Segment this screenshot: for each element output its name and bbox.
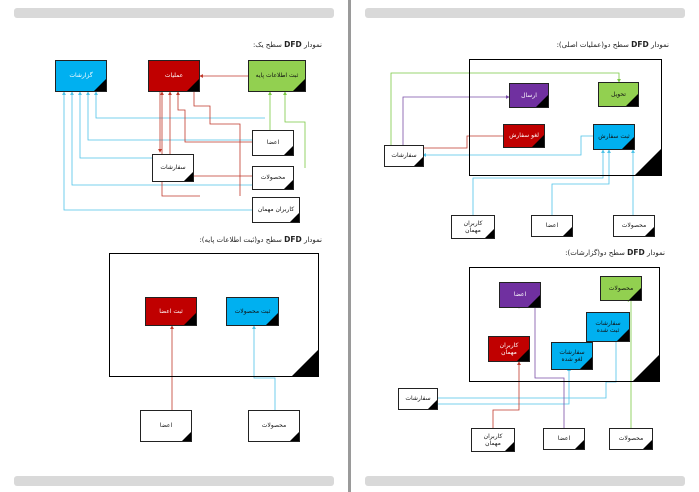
right-page-flows xyxy=(390,72,635,428)
products-report-process: محصولات xyxy=(600,276,642,301)
diagram3-title: نمودار DFD سطح دو(عملیات اصلی): xyxy=(556,40,669,49)
guest-users-entity-3: کاربران مهمان xyxy=(451,215,495,239)
page-torn-edge-bottom xyxy=(365,476,685,486)
diagram2-frame xyxy=(109,253,319,377)
guest-users-report-process: کاربران مهمان xyxy=(488,336,530,362)
guest-users-entity: کاربران مهمان xyxy=(252,197,300,223)
products-entity-3: محصولات xyxy=(613,215,655,237)
cancel-order-process: لغو سفارش xyxy=(503,124,545,148)
diagram3-frame xyxy=(469,59,662,176)
guest-users-entity-4: کاربران مهمان xyxy=(471,428,515,452)
members-entity-2: اعضا xyxy=(140,410,192,442)
diagram4-title: نمودار DFD سطح دو(گزارشات): xyxy=(565,248,665,257)
page-torn-edge-bottom xyxy=(14,476,334,486)
diagram2-title: نمودار DFD سطح دو(ثبت اطلاعات پایه): xyxy=(199,235,322,244)
orders-entity-4: سفارشات xyxy=(398,388,438,410)
diagram1-flows xyxy=(62,74,306,410)
register-order-process: ثبت سفارش xyxy=(593,124,635,150)
left-page: نمودار DFD سطح یک: گزارشات xyxy=(0,0,348,492)
orders-entity: سفارشات xyxy=(152,154,194,182)
diagram4-frame xyxy=(469,267,660,382)
registered-orders-process: سفارشات ثبت شده xyxy=(586,312,630,342)
register-info-process: ثبت اطلاعات پایه xyxy=(248,60,306,92)
send-process: ارسال xyxy=(509,83,549,108)
page-torn-edge-top xyxy=(365,8,685,18)
products-entity: محصولات xyxy=(252,166,294,190)
orders-entity-3: سفارشات xyxy=(384,145,424,167)
members-entity-4: اعضا xyxy=(543,428,585,450)
members-entity: اعضا xyxy=(252,130,294,156)
products-entity-4: محصولات xyxy=(609,428,653,450)
register-products-process: ثبت محصولات xyxy=(226,297,279,326)
members-entity-3: اعضا xyxy=(531,215,573,237)
products-entity-2: محصولات xyxy=(248,410,300,442)
right-page: نمودار DFD سطح دو(عملیات اصلی): ارسال تح… xyxy=(351,0,699,492)
members-report-process: اعضا xyxy=(499,282,541,308)
operations-process: عملیات xyxy=(148,60,200,92)
cancelled-orders-process: سفارشات لغو شده xyxy=(551,342,593,370)
register-member-process: ثبت اعضا xyxy=(145,297,197,326)
reports-process: گزارشات xyxy=(55,60,107,92)
page-torn-edge-top xyxy=(14,8,334,18)
diagram1-title: نمودار DFD سطح یک: xyxy=(252,40,322,49)
delivery-process: تحویل xyxy=(598,82,639,107)
